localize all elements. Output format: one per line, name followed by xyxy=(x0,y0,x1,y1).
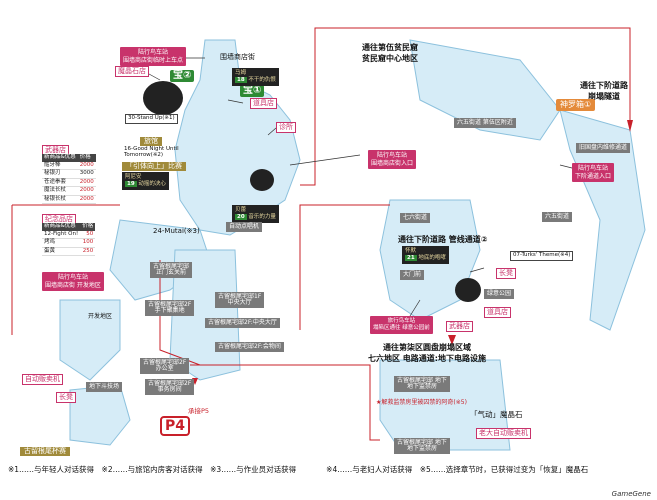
shinra-box[interactable]: 神罗箱① xyxy=(556,99,596,111)
slum-center: 六五街道 第伍区附近 xyxy=(454,118,516,128)
mansion-2f-hall: 古留根尾宅邸2F:中央大厅 xyxy=(205,318,280,328)
weapon-shop-2: 武器店 xyxy=(446,321,473,332)
arrow-sector7 xyxy=(448,335,456,345)
song-huaibang: 怀默 21 地底的咆哮 xyxy=(402,246,449,265)
mansion-2f-office: 古留根尾宅邸2F 办公室 xyxy=(140,358,190,374)
mansion-2f-lift: 古留根尾宅邸2F 事务房间 xyxy=(145,379,195,395)
route-basement xyxy=(190,364,380,441)
station-dev: 陆行鸟车站 围墙商店街 开发地区 xyxy=(42,272,104,291)
to-sector7: 通往第柒区圆盘崩塌区域 七六地区 电路通道:地下电路设施 xyxy=(368,343,486,364)
brand-logo: GameGene xyxy=(611,490,651,498)
treasure-1[interactable]: 宝① xyxy=(240,85,265,97)
tunnel-dark-1 xyxy=(143,81,183,115)
souvenir-table-header-item: 新商品&优惠 xyxy=(42,223,81,231)
song-achen-title: 阿尼安 xyxy=(125,174,142,180)
song-ma-zhou: 马姆 18 不干的仇恨 xyxy=(232,68,279,87)
to-lower-pipe: 通往下阶道路 管线通道② xyxy=(398,235,488,244)
song-huaibang-no: 21 xyxy=(405,255,417,262)
event-pull: 「引体向上」比赛 xyxy=(122,162,186,171)
route-center-vertical xyxy=(299,204,370,330)
song-huaibang-text: 地底的咆哮 xyxy=(418,255,446,262)
song-beibo: 贝蕾 20 音乐的力量 xyxy=(232,205,279,224)
song-achen-no: 19 xyxy=(125,181,137,188)
colosseum-arena xyxy=(69,384,131,446)
jukebox: 自动点唱机 xyxy=(226,222,263,232)
song-07: 07-Turks' Theme(※4) xyxy=(510,251,574,261)
arrow-right-up xyxy=(627,120,633,132)
old-mansion-gate: 古留根尾宅邸 正门玄关前 xyxy=(150,262,193,278)
underground-arena: 地下斗技场 xyxy=(86,382,123,392)
song-beibo-text: 音乐的力量 xyxy=(248,214,276,221)
p4-label: P4 xyxy=(160,416,191,436)
green-park: 绿意公园 xyxy=(484,289,515,299)
chocobo-station-entrance: 陆行鸟车站 围墙商店街入口 xyxy=(368,150,417,169)
mansion-2f-meeting: 古留根尾宅邸2F:会物间 xyxy=(215,342,284,352)
vending-machine: 自动贩卖机 xyxy=(22,374,63,385)
station-top: 陆行鸟车站 围墙商店街临时上车点 xyxy=(120,47,187,66)
magic-shop: 魔晶石店 xyxy=(115,66,149,77)
footer-notes: ※1……与年轻人对话获得 ※2……与旅馆内房客对话获得 ※3……与作业员对话获得… xyxy=(8,465,589,474)
song-achen-text: 动摇的决心 xyxy=(138,181,166,188)
route-east-loop xyxy=(300,27,631,186)
mansion-2f-training: 古留根尾宅邸2F 手下聚集地 xyxy=(145,300,195,316)
long-desk: 长凳 xyxy=(56,392,76,403)
clinic: 诊所 xyxy=(276,122,296,133)
lift-p5: 承接P5 xyxy=(188,407,210,415)
wall-shop-street: 围墙商店街 xyxy=(220,53,255,61)
weapon-table-header-price: 价格 xyxy=(77,154,96,162)
song-ma-zhou-text: 不干的仇恨 xyxy=(248,77,276,84)
rescue-warn: ★解救监禁房里被囚禁的阿奇(※5) xyxy=(376,399,467,406)
song-huaibang-title: 怀默 xyxy=(405,248,417,254)
colosseum: 古留根尾杯赛 xyxy=(20,447,70,456)
qi-dong[interactable]: 「气动」魔晶石 xyxy=(470,410,523,419)
song-beibo-title: 贝蕾 xyxy=(235,207,247,213)
mansion-vending: 老大自动贩卖机 xyxy=(476,428,531,439)
song-ma-zhou-no: 18 xyxy=(235,77,247,84)
to-collapsed: 通往下阶道路 崩塌隧道 xyxy=(580,81,628,102)
inn: 旅馆 xyxy=(140,137,162,146)
station-cnt: 旅行鸟车站 塌陷区通往 绿意公园前 xyxy=(370,316,433,334)
mansion-1f: 古留根尾宅邸1F 中央大厅 xyxy=(215,292,265,308)
song-ma-zhou-title: 马姆 xyxy=(235,70,247,76)
treasure-2[interactable]: 宝② xyxy=(170,70,195,82)
road-76: 七六街道 xyxy=(400,213,431,223)
table-row: 12-Fight On!50 xyxy=(42,230,96,239)
souvenir-table-header-price: 价格 xyxy=(80,223,96,231)
tunnel-dark-3 xyxy=(455,278,481,302)
song-30stand: 30-Stand Up(※1) xyxy=(125,114,178,124)
item-shop-2: 道具店 xyxy=(484,307,511,318)
west-corridor xyxy=(59,299,121,381)
mansion-basement-underground: 古留根尾宅邸 地下 地下监禁房 xyxy=(394,376,450,392)
to-slum5: 通往第伍贫民窟 贫民窟中心地区 xyxy=(362,43,418,64)
song-16: 16-Good Night Until Tomorrow(※2) xyxy=(124,146,179,158)
mutai: 24-Mutai(※3) xyxy=(153,227,200,235)
weapon-table-header-item: 新商品&优惠 xyxy=(42,154,78,162)
song-achen: 阿尼安 19 动摇的决心 xyxy=(122,172,169,191)
mansion-basement-pass: 古留根尾宅邸 地下 地下监禁房 xyxy=(394,438,450,454)
east-upper-corridor xyxy=(409,39,561,141)
old-train: 旧国盘内维修通道 xyxy=(576,143,631,153)
big-gate: 大门前 xyxy=(400,270,425,280)
dev-area: 开发地区 xyxy=(88,313,113,320)
item-shop-top: 道具店 xyxy=(250,98,277,109)
road-65: 六五街道 xyxy=(542,212,573,222)
song-beibo-no: 20 xyxy=(235,214,247,221)
long-desk-2: 长凳 xyxy=(496,268,516,279)
station-lower: 陆行鸟车站 下阶通道入口 xyxy=(572,163,615,182)
tunnel-dark-2 xyxy=(250,169,274,191)
